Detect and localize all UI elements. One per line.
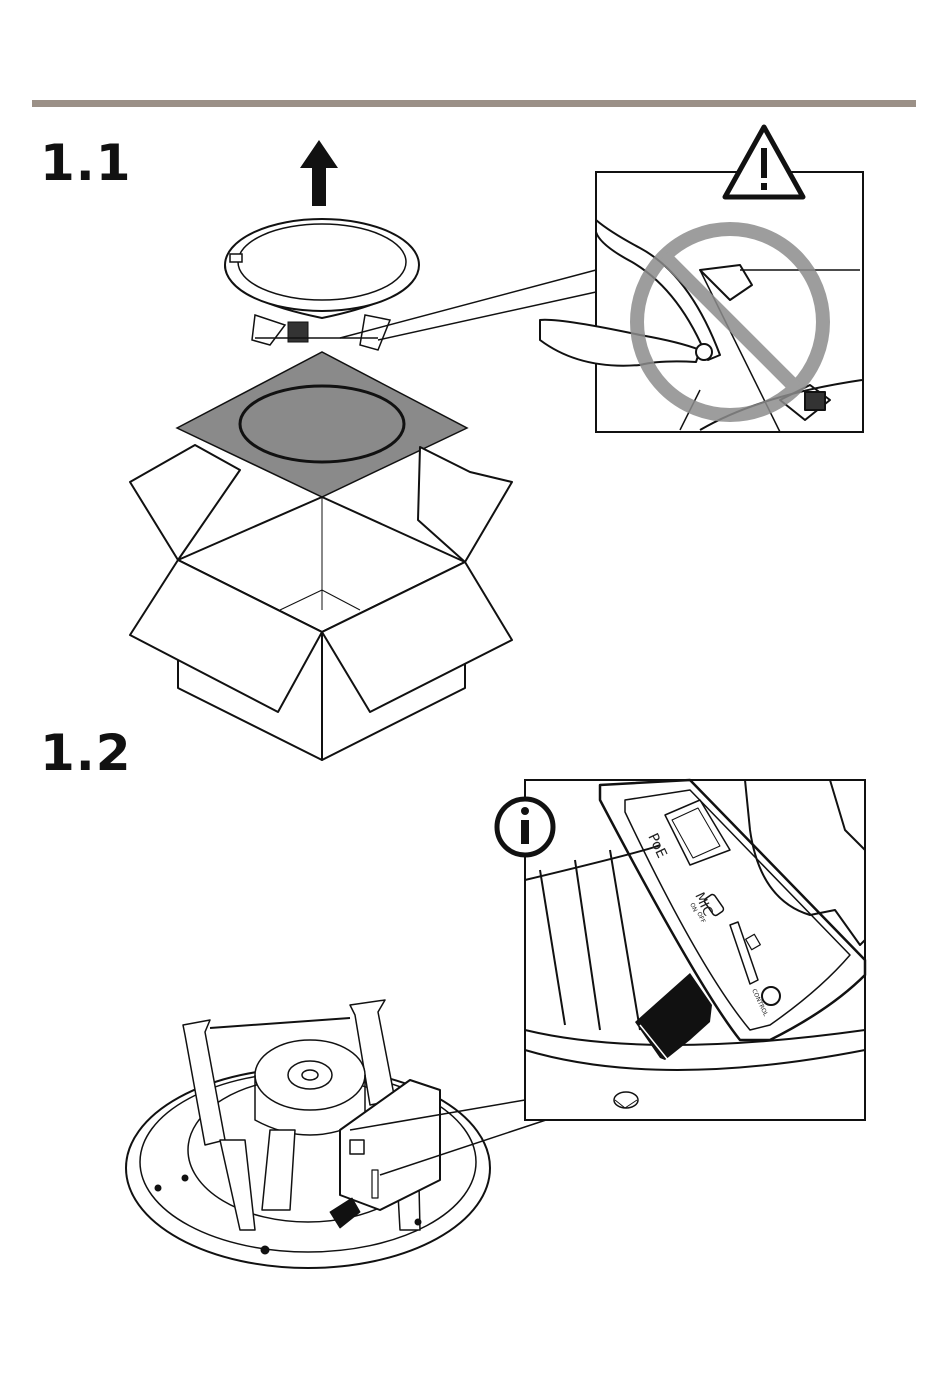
warning-inset xyxy=(540,172,863,432)
info-circle-icon xyxy=(497,799,553,855)
warning-triangle-icon xyxy=(725,127,803,197)
speaker-underside xyxy=(126,1000,490,1268)
info-inset: PoE MIC ON OFF CONTROL xyxy=(525,780,865,1120)
arrow-up-icon xyxy=(300,140,338,206)
speaker-top-view xyxy=(225,219,419,350)
